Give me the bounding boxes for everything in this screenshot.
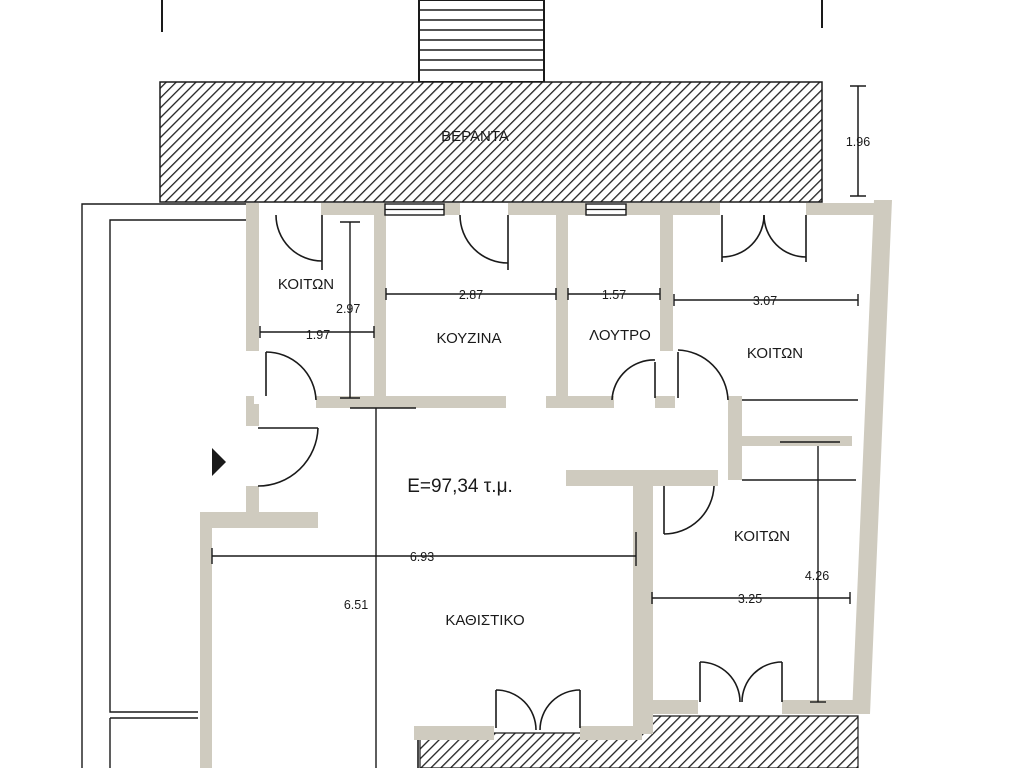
interior-lines: [417, 399, 858, 768]
bedroom-small-label: ΚΟΙΤΩΝ: [278, 276, 334, 293]
bedroom-small-width-label: 1.97: [306, 328, 330, 342]
bathroom-window: [585, 203, 627, 216]
bedroom-right-label: ΚΟΙΤΩΝ: [747, 345, 803, 362]
bedroom-lower-height-label: 4.26: [805, 569, 829, 583]
bathroom-width-label: 1.57: [602, 288, 626, 302]
staircase: [161, 0, 823, 83]
entrance-arrow-icon: [212, 448, 226, 476]
room-labels: ΚΟΙΤΩΝ ΚΟΥΖΙΝΑ ΛΟΥΤΡΟ ΚΟΙΤΩΝ ΚΟΙΤΩΝ ΚΑΘΙ…: [278, 276, 803, 629]
living-width-label: 6.93: [410, 550, 434, 564]
kitchen-label: ΚΟΥΖΙΝΑ: [437, 330, 502, 347]
living-height-label: 6.51: [344, 598, 368, 612]
kitchen-window: [384, 203, 445, 216]
dimension-labels: 2.97 1.97 2.87 1.57 3.07 6.93 6.51 3.25 …: [306, 288, 829, 612]
total-area-label: E=97,34 τ.μ.: [407, 476, 513, 497]
bathroom-door: [611, 359, 656, 401]
veranda-area: [159, 81, 823, 203]
bedroom-lower-width-label: 3.25: [738, 592, 762, 606]
walls: [200, 200, 892, 768]
windows: [384, 203, 627, 216]
living-rear-door: [495, 689, 581, 731]
dimension-lines: [211, 221, 859, 768]
bedroom-right-balcony-door: [721, 214, 807, 262]
veranda-label: ΒΕΡΑΝΤΑ: [441, 128, 509, 145]
bathroom-label: ΛΟΥΤΡΟ: [589, 327, 651, 344]
bedroom-lower-door: [663, 485, 715, 535]
doors: [257, 214, 807, 731]
bedroom-small-balcony-door: [275, 214, 323, 270]
bedroom-small-door: [265, 351, 317, 401]
bedroom-lower-rear-door: [699, 661, 783, 703]
living-room-label: ΚΑΘΙΣΤΙΚΟ: [445, 612, 524, 629]
svg-text:1.96: 1.96: [846, 135, 870, 149]
bedroom-right-width-label: 3.07: [753, 294, 777, 308]
bedroom-right-door: [677, 349, 729, 401]
bedroom-small-height-label: 2.97: [336, 302, 360, 316]
entry-door: [257, 427, 319, 487]
bedroom-lower-label: ΚΟΙΤΩΝ: [734, 528, 790, 545]
left-outer-lines: [81, 203, 248, 768]
kitchen-balcony-door: [459, 214, 509, 270]
veranda-depth-dimension: 1.96: [846, 85, 870, 197]
kitchen-width-label: 2.87: [459, 288, 483, 302]
